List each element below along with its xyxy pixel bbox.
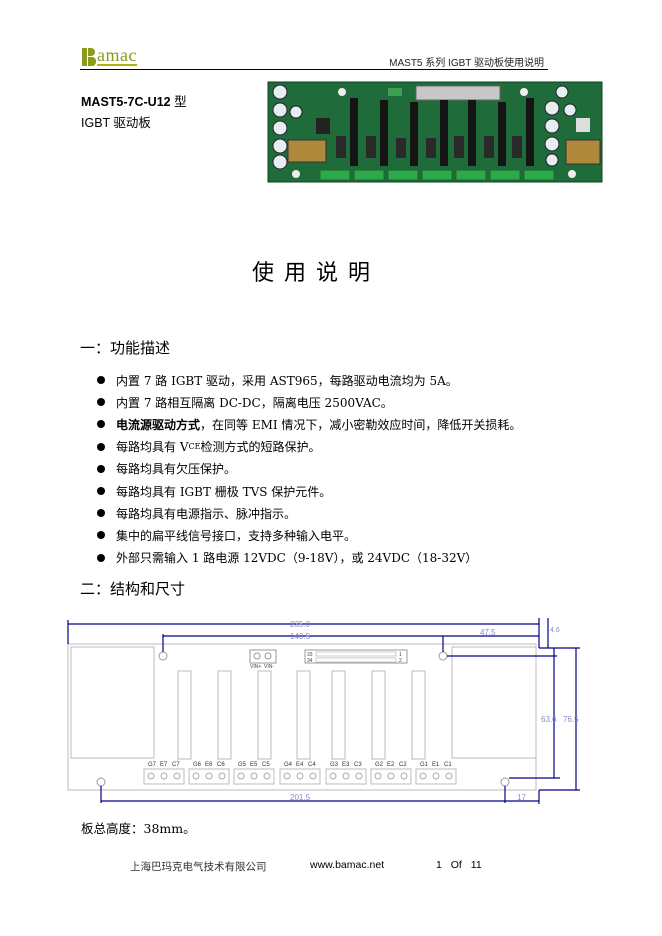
list-item: 外部只需输入 1 路电源 12VDC（9-18V），或 24VDC（18-32V… [97,547,597,569]
list-item: 每路均具有 IGBT 栅极 TVS 保护元件。 [97,480,597,502]
bold-phrase: 电流源驱动方式 [116,417,201,432]
bullet-icon [97,509,105,518]
svg-text:C7: C7 [172,762,180,768]
svg-text:34: 34 [307,658,313,664]
svg-text:C5: C5 [262,762,270,768]
bullet-icon [97,553,105,562]
header-doc-title: MAST5 系列 IGBT 驱动板使用说明 [389,58,544,69]
svg-text:C6: C6 [217,762,225,768]
svg-text:VIN+: VIN+ [250,664,261,670]
svg-text:E6: E6 [205,762,213,768]
list-item: 每路均具有欠压保护。 [97,458,597,480]
svg-text:G4: G4 [284,762,293,768]
svg-text:2: 2 [399,658,402,664]
page-total: 11 [470,859,482,871]
feature-list: 内置 7 路 IGBT 驱动，采用 AST965，每路驱动电流均为 5A。 内置… [97,369,597,569]
bullet-icon [97,442,105,451]
svg-text:76.5: 76.5 [563,715,579,724]
bullet-icon [97,376,105,385]
board-height-note: 板总高度：38mm。 [81,821,196,836]
svg-text:G2: G2 [375,762,384,768]
svg-text:G6: G6 [193,762,202,768]
bullet-icon [97,420,105,429]
model-code: MAST5-7C-U12 [81,95,171,109]
page-of-label: Of [450,859,462,871]
svg-text:E4: E4 [296,762,304,768]
svg-text:C2: C2 [399,762,407,768]
svg-text:G3: G3 [330,762,339,768]
bullet-icon [97,398,105,407]
svg-text:63.6: 63.6 [541,715,557,724]
svg-text:E5: E5 [250,762,258,768]
list-item: 电流源驱动方式，在同等 EMI 情况下，减小密勒效应时间，降低开关损耗。 [97,413,597,435]
svg-text:235.0: 235.0 [290,620,311,629]
bullet-icon [97,464,105,473]
page-current: 1 [436,859,442,871]
svg-text:17: 17 [517,793,526,802]
list-item: 每路均具有电源指示、脉冲指示。 [97,502,597,524]
svg-text:1: 1 [399,652,402,658]
svg-text:E7: E7 [160,762,168,768]
section-heading-features: 一：功能描述 [80,339,171,357]
list-item: 内置 7 路 IGBT 驱动，采用 AST965，每路驱动电流均为 5A。 [97,369,597,391]
subscript: CE [188,442,201,452]
section-heading-structure: 二：结构和尺寸 [80,580,186,598]
product-model: MAST5-7C-U12 型 [81,91,187,110]
svg-text:4.6: 4.6 [550,627,560,634]
svg-text:140.5: 140.5 [290,632,311,641]
svg-text:C4: C4 [308,762,316,768]
bullet-icon [97,487,105,496]
svg-text:201.5: 201.5 [290,793,311,802]
document-title: 使用说明 [252,261,381,286]
svg-text:47.5: 47.5 [480,628,496,637]
svg-text:E2: E2 [387,762,395,768]
list-item: 集中的扁平线信号接口，支持多种输入电平。 [97,524,597,546]
svg-text:E3: E3 [342,762,350,768]
header-rule [80,69,548,70]
svg-text:VIN-: VIN- [264,664,274,670]
svg-text:E1: E1 [432,762,440,768]
svg-text:G7: G7 [148,762,157,768]
product-subtitle: IGBT 驱动板 [81,116,151,130]
model-suffix: 型 [170,95,187,109]
footer-company: 上海巴玛克电气技术有限公司 [130,861,267,873]
company-logo: amac [82,44,137,66]
footer-page-number: 1 Of 11 [436,859,482,871]
svg-text:G1: G1 [420,762,429,768]
logo-b-icon [82,48,96,66]
svg-text:33: 33 [307,652,313,658]
svg-text:G5: G5 [238,762,247,768]
board-photo [267,81,603,183]
svg-text:C1: C1 [444,762,452,768]
list-item: 内置 7 路相互隔离 DC-DC，隔离电压 2500VAC。 [97,391,597,413]
svg-text:C3: C3 [354,762,362,768]
logo-text: amac [97,45,137,66]
bullet-icon [97,531,105,540]
footer-url[interactable]: www.bamac.net [310,859,385,871]
